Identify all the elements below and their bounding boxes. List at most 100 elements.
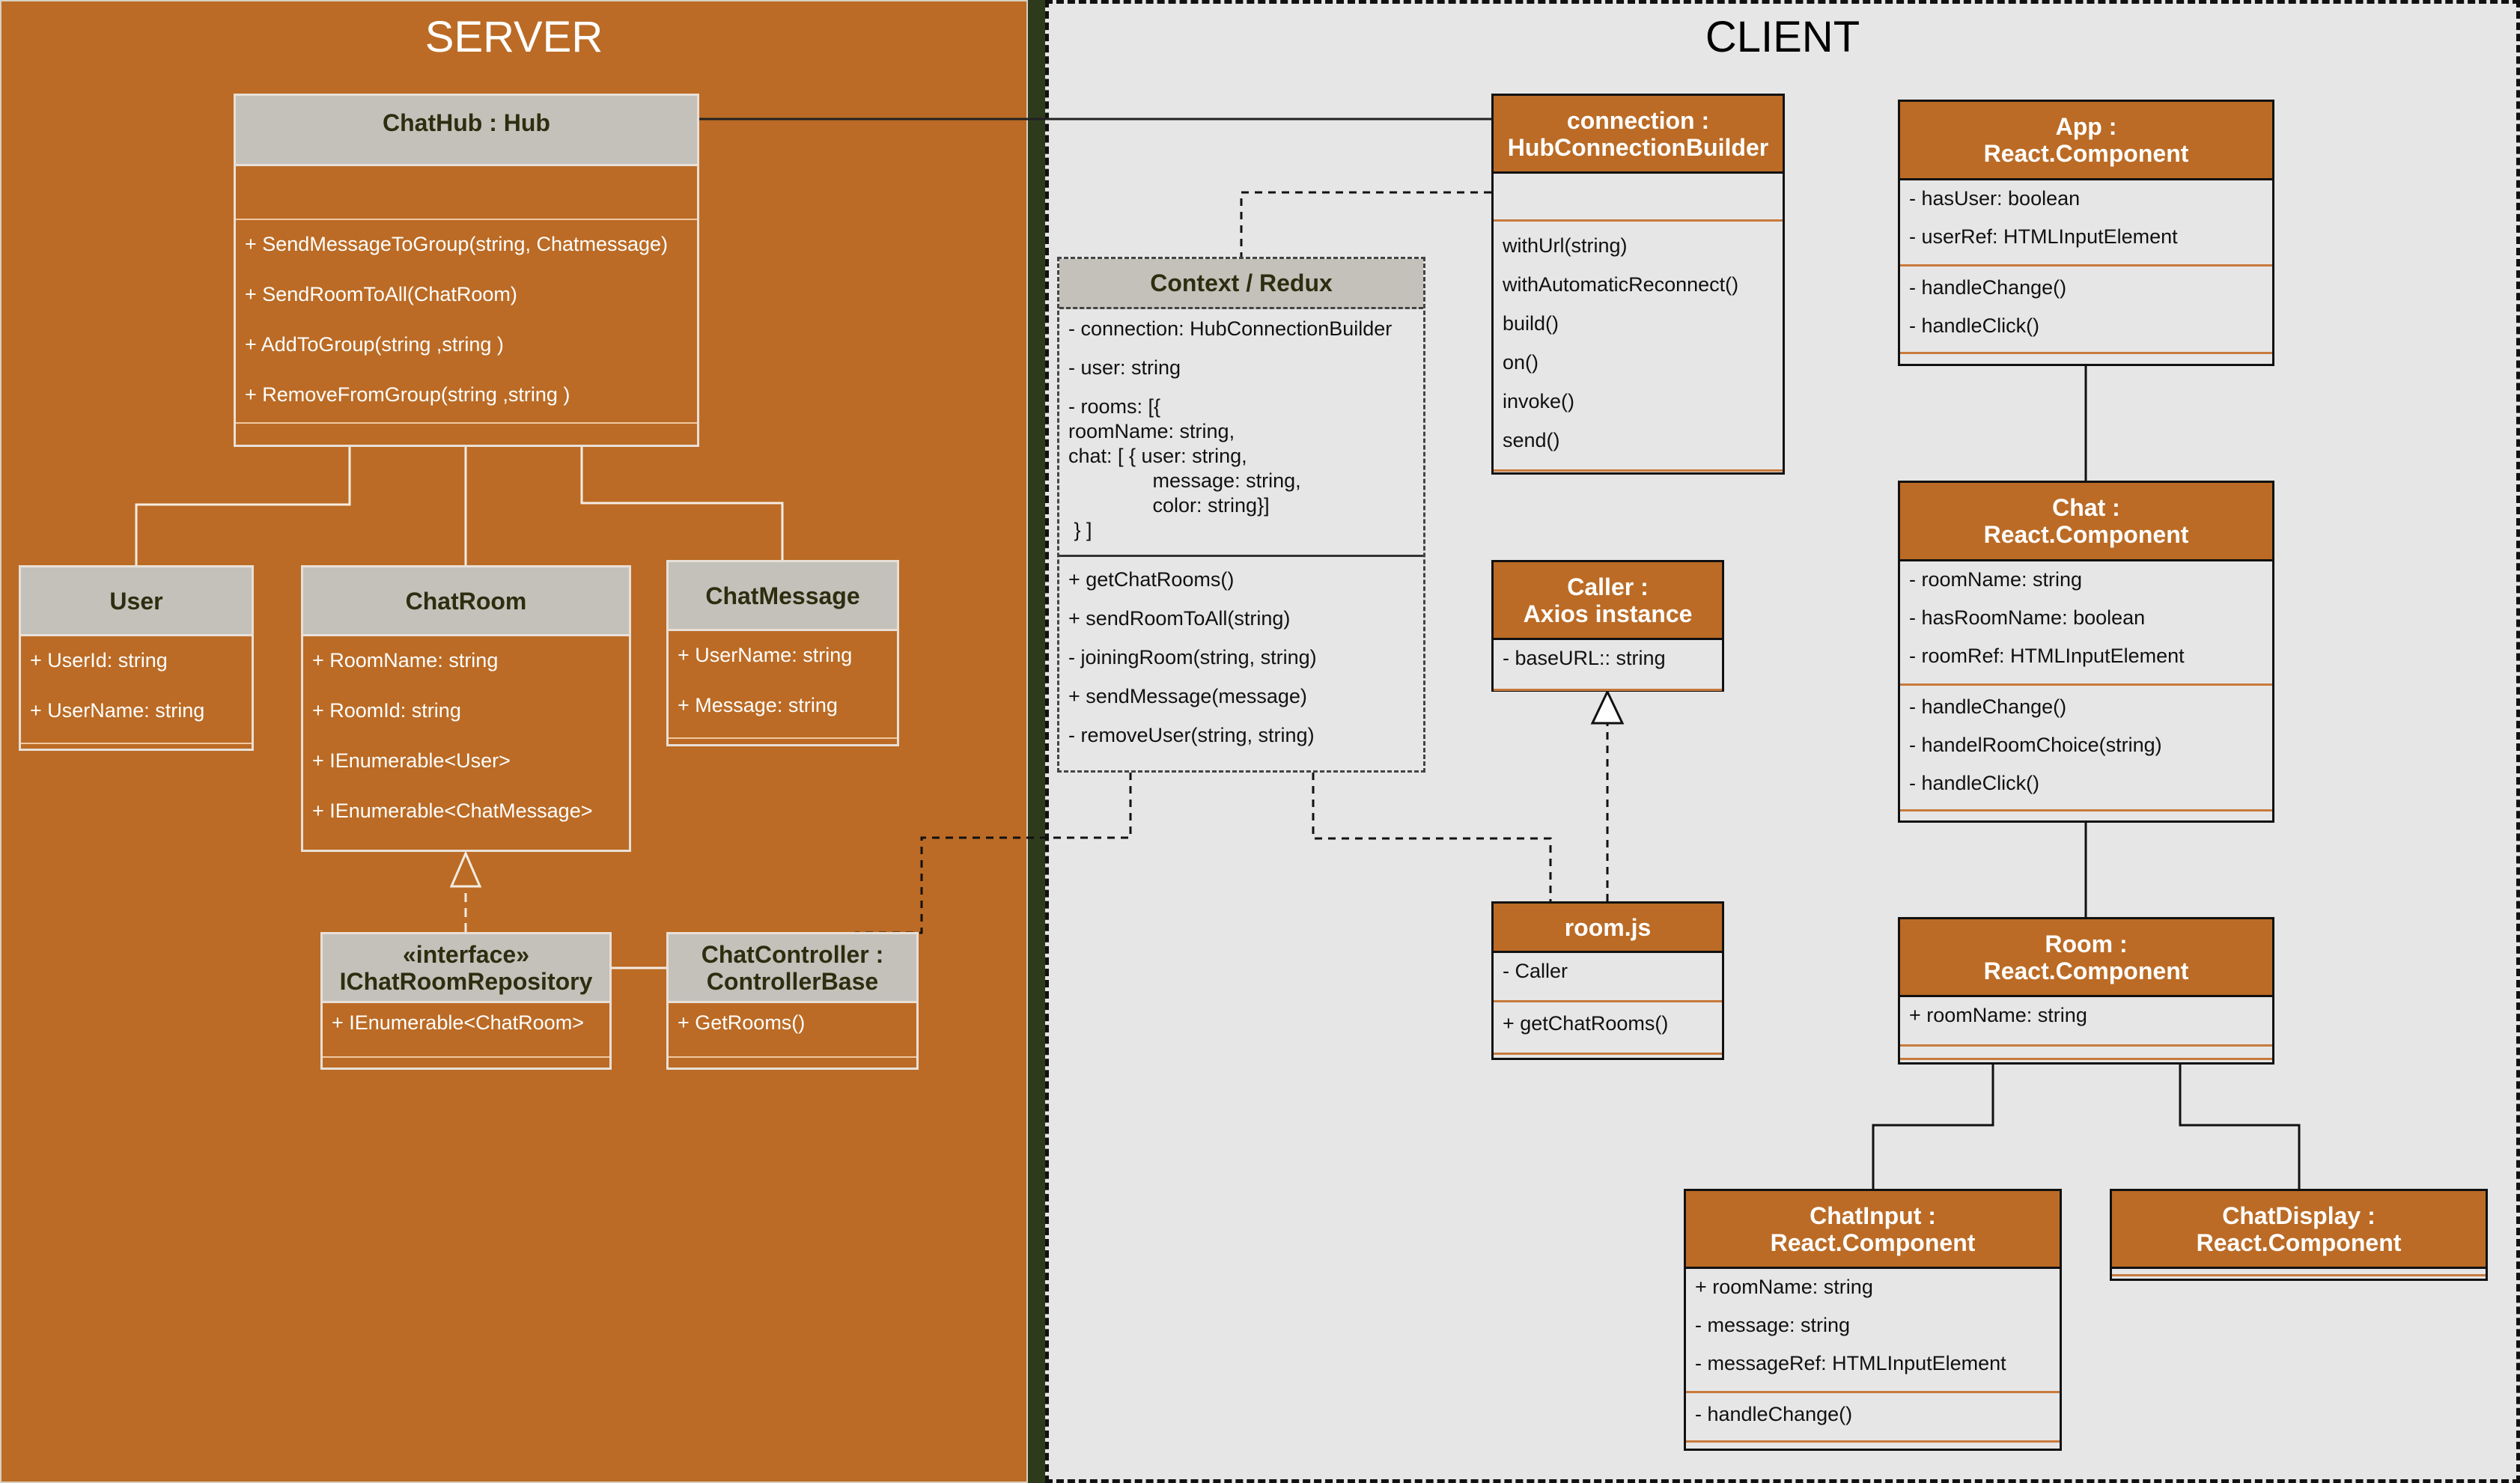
attributes-section [2112,1269,2486,1276]
class-roomjs: room.js - Caller + getChatRooms() [1491,901,1724,1060]
server-title: SERVER [424,13,603,61]
base-class: ControllerBase [706,967,879,995]
attributes-section: + RoomName: string + RoomId: string + IE… [303,636,629,829]
class-title: Room : React.Component [1900,919,2272,997]
methods-section: + getChatRooms() [1494,1002,1722,1055]
attributes-section [236,166,697,220]
class-title: Caller : Axios instance [1494,562,1722,640]
client-title: CLIENT [1705,13,1860,61]
class-caller: Caller : Axios instance - baseURL:: stri… [1491,560,1724,692]
attribute: + RoomId: string [312,699,461,722]
type-name: Axios instance [1523,600,1693,627]
class-title: ChatMessage [669,562,897,631]
attributes-section: - connection: HubConnectionBuilder - use… [1059,309,1423,557]
method: - handleChange() [1695,1403,1853,1425]
method: - removeUser(string, string) [1068,724,1315,746]
methods-section: - handleChange() - handelRoomChoice(stri… [1900,686,2272,811]
methods-section: withUrl(string) withAutomaticReconnect()… [1494,222,1783,472]
class-connection: connection : HubConnectionBuilder withUr… [1491,94,1785,475]
attribute: - rooms: [{ [1068,395,1161,418]
attribute: - hasRoomName: boolean [1909,606,2146,629]
component-name: Chat : [2052,494,2120,521]
class-name: ChatController : [701,940,884,968]
attributes-section: + UserName: string + Message: string [669,631,897,739]
attribute: - hasUser: boolean [1909,187,2081,210]
class-chatroom: ChatRoom + RoomName: string + RoomId: st… [301,565,631,852]
class-chatcontroller: ChatController : ControllerBase + GetRoo… [666,932,919,1070]
class-room: Room : React.Component + roomName: strin… [1898,917,2274,1065]
method: + GetRooms() [678,1011,806,1034]
method: + sendRoomToAll(string) [1068,607,1291,630]
attributes-section: - hasUser: boolean - userRef: HTMLInputE… [1900,180,2272,267]
attribute: + Message: string [678,694,838,716]
methods-section: - handleChange() - handleClick() [1900,267,2272,354]
method: + getChatRooms() [1503,1012,1669,1035]
class-chat: Chat : React.Component - roomName: strin… [1898,481,2274,823]
attribute: - Caller [1503,960,1568,982]
base-class: React.Component [1983,140,2189,167]
stereotype: «interface» [403,940,529,968]
class-title: Context / Redux [1059,259,1423,309]
attributes-section [1494,174,1783,222]
attribute: + IEnumerable<ChatRoom> [332,1011,584,1034]
attribute: - messageRef: HTMLInputElement [1695,1352,2006,1374]
class-chathub: ChatHub : Hub + SendMessageToGroup(strin… [234,94,699,447]
class-title: ChatRoom [303,567,629,636]
attribute: + UserId: string [30,649,168,672]
method: + AddToGroup(string ,string ) [245,333,504,356]
attribute: color: string}] [1068,494,1270,517]
base-class: React.Component [1983,521,2189,548]
class-title: ChatDisplay : React.Component [2112,1191,2486,1269]
attribute: + UserName: string [30,699,205,722]
attributes-section: - Caller [1494,953,1722,1002]
component-name: ChatDisplay : [2222,1202,2376,1229]
class-title: connection : HubConnectionBuilder [1494,96,1783,174]
attribute: + RoomName: string [312,649,499,672]
class-title: User [21,567,252,636]
method: on() [1503,351,1539,374]
attribute: + IEnumerable<ChatMessage> [312,800,593,822]
interface-name: IChatRoomRepository [339,967,593,995]
class-app: App : React.Component - hasUser: boolean… [1898,100,2274,366]
attribute: message: string, [1068,469,1301,492]
methods-section: - handleChange() [1686,1393,2060,1443]
attribute: - user: string [1068,356,1181,379]
class-user: User + UserId: string + UserName: string [19,565,254,751]
class-context-redux: Context / Redux - connection: HubConnect… [1057,257,1425,773]
base-class: React.Component [1770,1228,1976,1256]
component-name: App : [2055,113,2117,140]
class-title: ChatInput : React.Component [1686,1191,2060,1269]
method: + SendMessageToGroup(string, Chatmessage… [245,233,669,255]
method: withAutomaticReconnect() [1503,273,1739,296]
attributes-section: + IEnumerable<ChatRoom> [323,1003,609,1058]
attribute: roomName: string, [1068,420,1235,442]
method: - handelRoomChoice(string) [1909,734,2162,756]
class-title: ChatController : ControllerBase [669,934,916,1003]
class-title: «interface» IChatRoomRepository [323,934,609,1003]
attribute: + roomName: string [1909,1004,2087,1026]
interface-ichatroomrepository: «interface» IChatRoomRepository + IEnume… [320,932,612,1070]
methods-section: + SendMessageToGroup(string, Chatmessage… [236,220,697,424]
method: build() [1503,312,1559,335]
class-title: Chat : React.Component [1900,483,2272,561]
method: invoke() [1503,390,1575,412]
attribute: + roomName: string [1695,1276,1873,1298]
type-name: HubConnectionBuilder [1507,133,1769,161]
attribute: chat: [ { user: string, [1068,445,1247,467]
method: - joiningRoom(string, string) [1068,646,1317,669]
attribute: - baseURL:: string [1503,647,1666,669]
method: + SendRoomToAll(ChatRoom) [245,283,517,305]
method: + getChatRooms() [1068,568,1235,591]
attributes-section: + roomName: string [1900,997,2272,1047]
component-name: ChatInput : [1810,1202,1936,1229]
method: + RemoveFromGroup(string ,string ) [245,383,570,406]
class-title: room.js [1494,904,1722,953]
attribute: - connection: HubConnectionBuilder [1068,317,1393,340]
attribute: + UserName: string [678,644,853,666]
attribute: - userRef: HTMLInputElement [1909,225,2178,248]
class-title: App : React.Component [1900,102,2272,180]
method: withUrl(string) [1503,234,1628,257]
methods-section [1900,1047,2272,1060]
component-name: Room : [2045,930,2128,957]
